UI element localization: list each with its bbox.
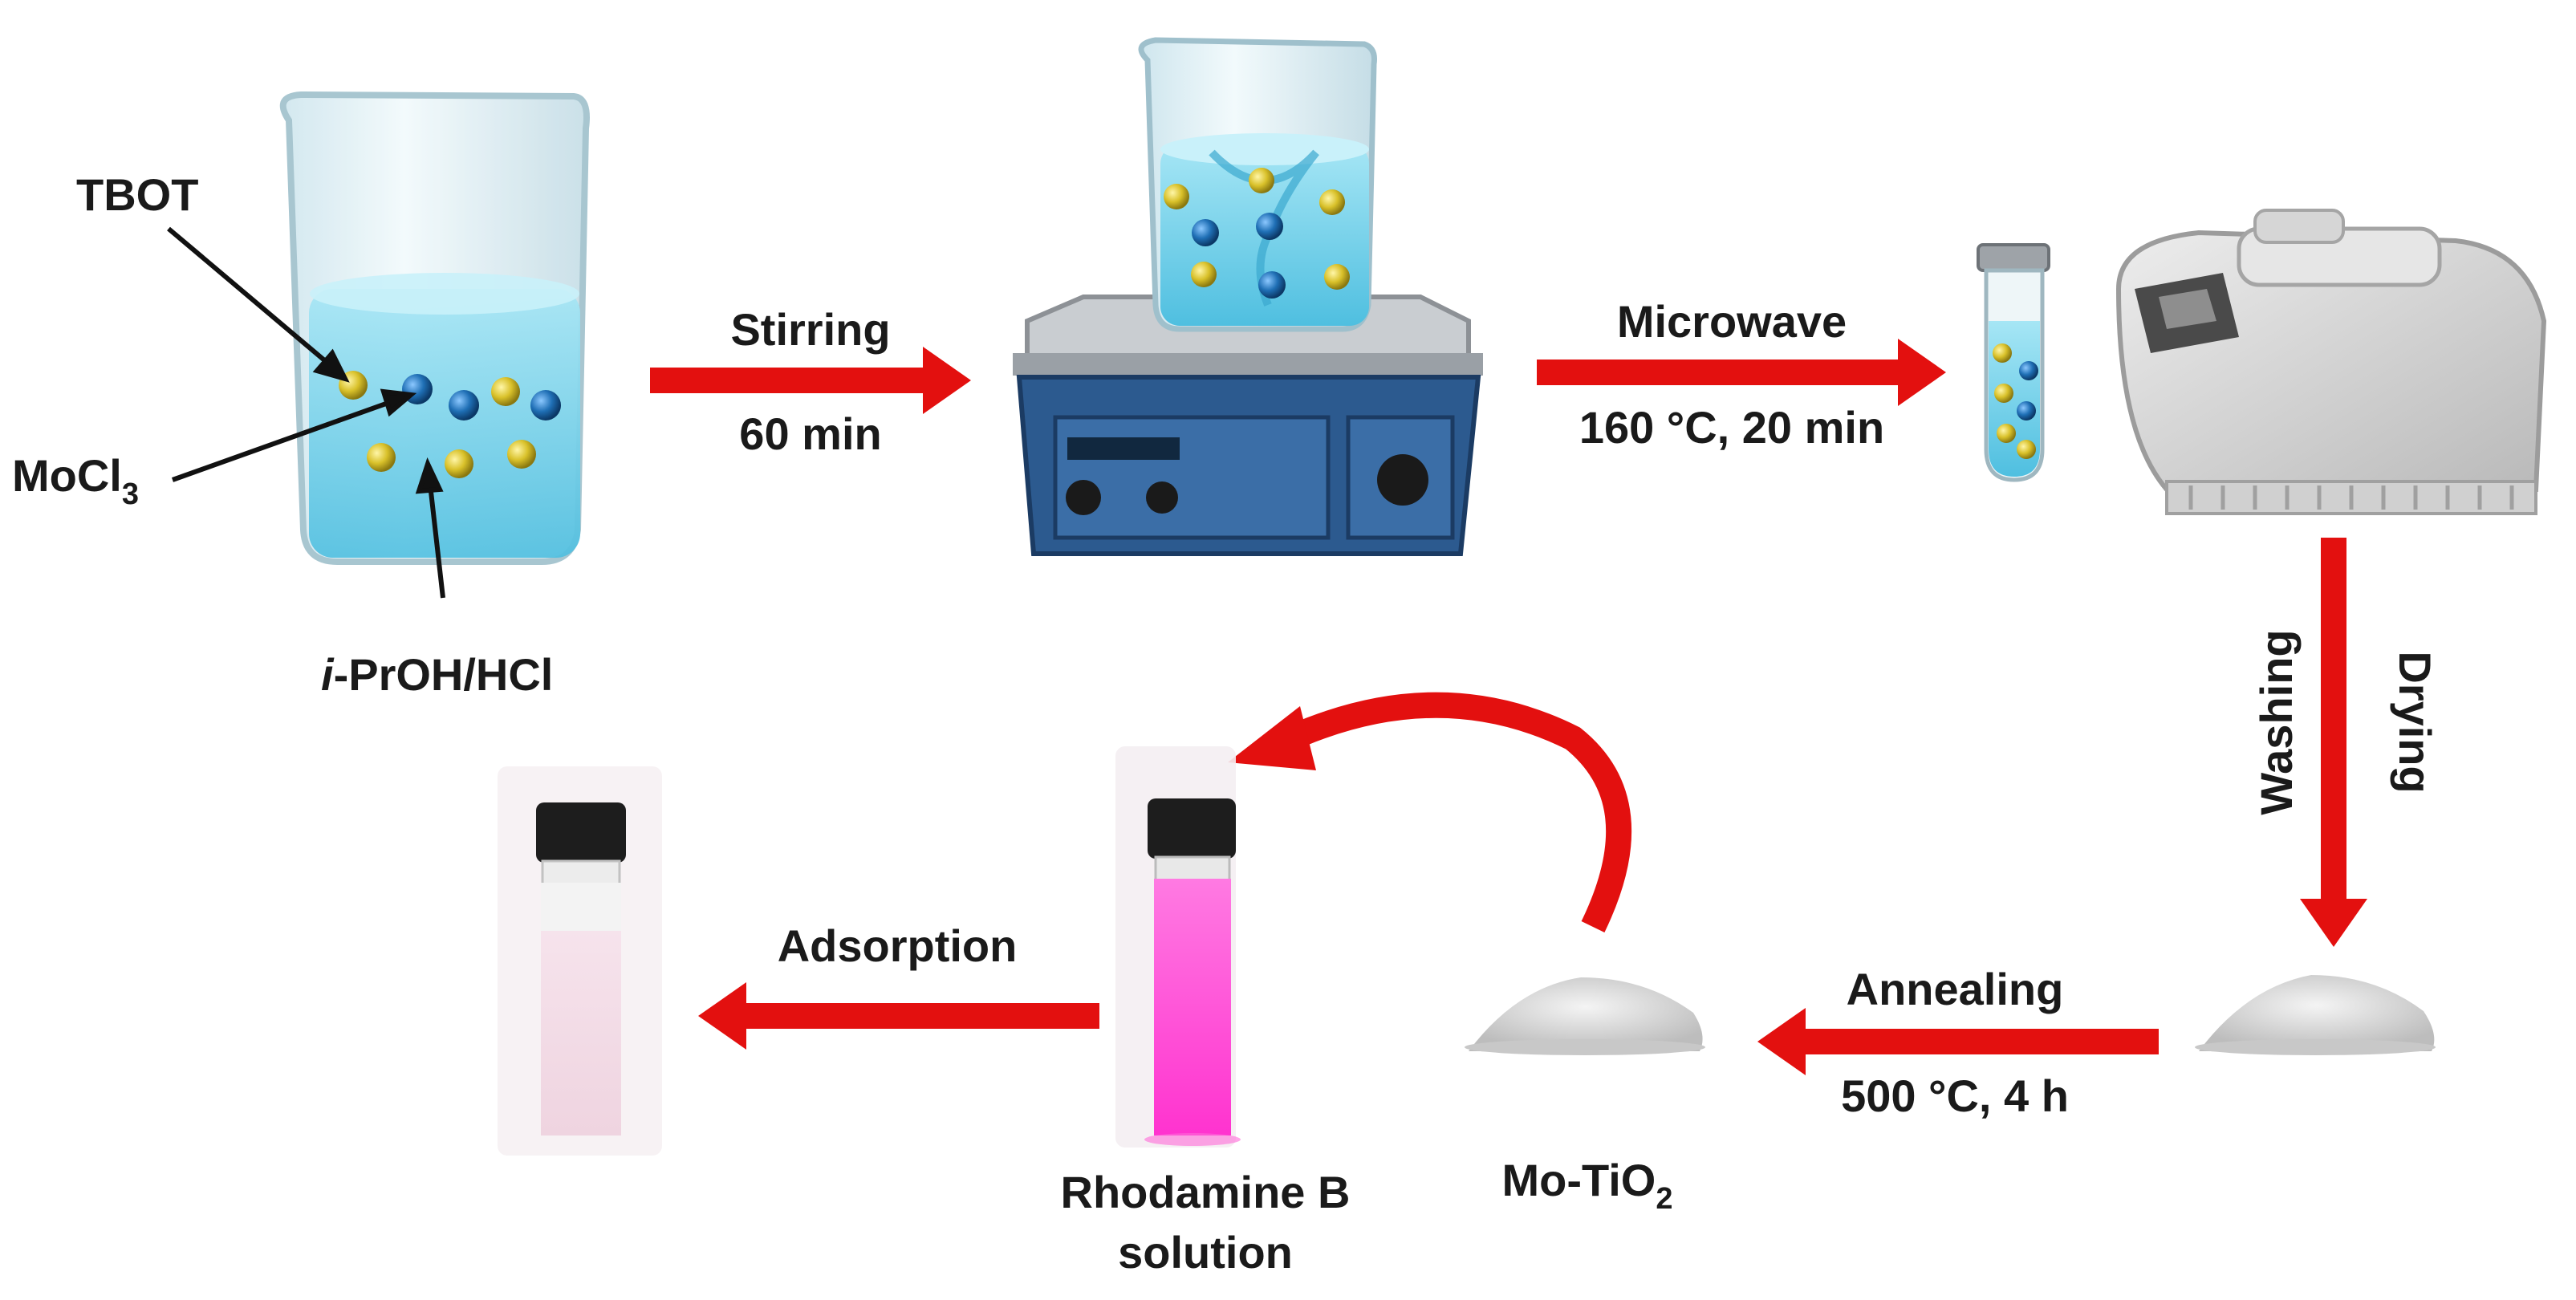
stirring-beaker xyxy=(1138,37,1377,332)
stirrer-knob-2 xyxy=(1146,481,1178,514)
annealing-label: Annealing xyxy=(1847,964,2064,1014)
microwave-conditions: 160 °C, 20 min xyxy=(1579,402,1884,453)
stirrer-knob-1 xyxy=(1066,480,1101,515)
precursor-liquid xyxy=(309,289,580,558)
stirrer-knob-3 xyxy=(1377,454,1428,506)
drying-label: Drying xyxy=(2390,651,2440,793)
mo-tio2-label: Mo-TiO2 xyxy=(1502,1155,1673,1216)
iproh-hcl-label: i-PrOH/HCl xyxy=(321,649,553,700)
microwave-reactor xyxy=(2115,209,2547,515)
rhodamine-solution-fill xyxy=(1154,879,1231,1135)
adsorption-arrow xyxy=(698,982,1099,1050)
microwave-label: Microwave xyxy=(1617,296,1847,347)
mo-tio2-powder xyxy=(1465,977,1705,1055)
washing-label: Washing xyxy=(2251,629,2302,815)
washing-drying-arrow xyxy=(2300,538,2367,947)
decolorized-vial xyxy=(498,766,662,1156)
tbot-label: TBOT xyxy=(76,169,198,220)
microwave-arrow xyxy=(1537,339,1946,406)
test-tube xyxy=(1977,243,2050,482)
decolorized-solution-fill xyxy=(541,931,621,1135)
dried-powder xyxy=(2195,975,2436,1055)
stirrer-display xyxy=(1067,437,1180,460)
stirring-time: 60 min xyxy=(739,408,881,459)
stirring-label: Stirring xyxy=(730,304,890,355)
rhodamine-label-line1: Rhodamine B xyxy=(1061,1167,1351,1217)
mocl3-label: MoCl3 xyxy=(12,450,139,511)
gold-spheres xyxy=(339,371,536,478)
magnetic-stirrer xyxy=(1013,295,1483,556)
annealing-arrow xyxy=(1757,1008,2159,1075)
precursor-beaker xyxy=(279,91,590,565)
annealing-conditions: 500 °C, 4 h xyxy=(1841,1070,2069,1121)
label-pointers xyxy=(167,226,445,599)
stirring-arrow xyxy=(650,347,971,414)
rhodamine-label-line2: solution xyxy=(1118,1227,1293,1278)
adsorption-label: Adsorption xyxy=(778,920,1018,971)
rhodamine-vial xyxy=(1115,746,1241,1148)
curved-addition-arrow xyxy=(1228,692,1632,932)
